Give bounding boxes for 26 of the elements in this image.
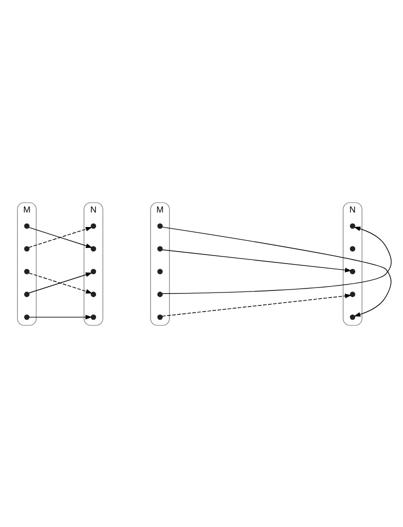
node-circle — [90, 314, 96, 320]
node-circle — [24, 314, 30, 320]
node-circle — [157, 246, 163, 252]
node-circle — [90, 268, 96, 274]
node-circle — [157, 222, 163, 228]
cluster: M — [150, 202, 170, 326]
node-circle — [157, 314, 163, 320]
node-circle — [157, 291, 163, 297]
node-circle — [24, 268, 30, 274]
arrow — [29, 314, 92, 319]
node-circle — [350, 268, 356, 274]
node-circle — [90, 246, 96, 252]
node-circle — [350, 314, 356, 320]
node-circle — [350, 222, 356, 228]
cluster: M — [17, 202, 37, 326]
node-circle — [24, 291, 30, 297]
arrow — [162, 226, 392, 294]
node-circle — [157, 268, 163, 274]
node-circle — [350, 291, 356, 297]
node-circle — [90, 222, 96, 228]
node-circle — [350, 246, 356, 252]
node-circle — [90, 291, 96, 297]
arrow — [162, 226, 392, 316]
node-circle — [24, 246, 30, 252]
node-circle — [24, 222, 30, 228]
arrow — [162, 248, 352, 272]
